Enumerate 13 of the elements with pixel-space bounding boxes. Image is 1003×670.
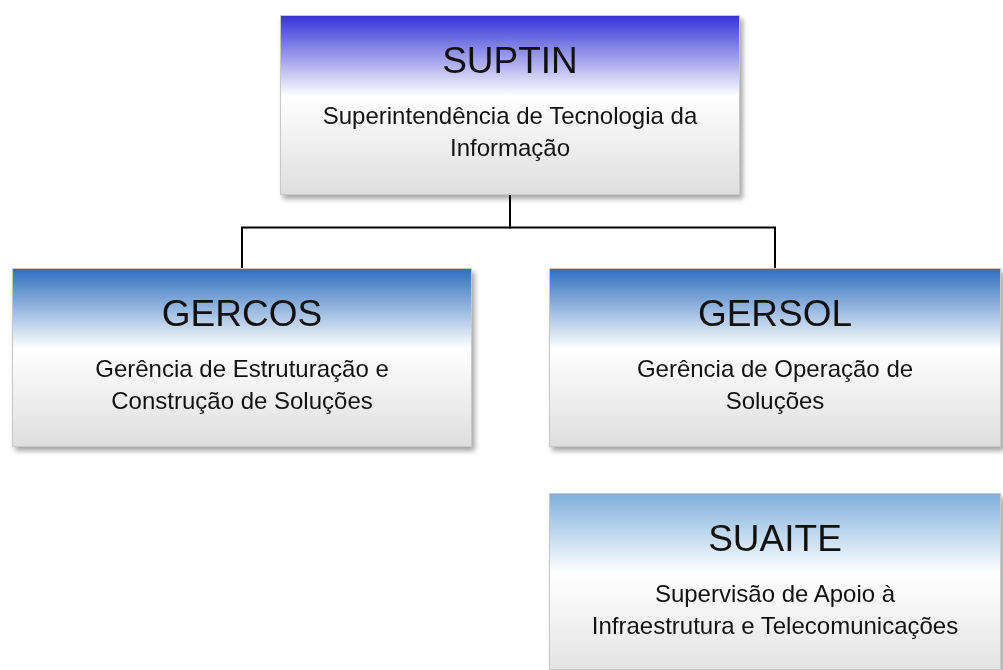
unit-name: Gerência de Estruturação e Construção de Soluções bbox=[94, 354, 390, 416]
unit-acronym: GERSOL bbox=[696, 293, 854, 335]
unit-name: Supervisão de Apoio à Infraestrutura e Telecomunicações bbox=[590, 579, 960, 641]
unit-name: Superintendência de Tecnologia da Informação bbox=[321, 101, 699, 163]
org-box bbox=[549, 268, 1001, 447]
org-box bbox=[549, 493, 1001, 670]
unit-acronym: SUAITE bbox=[707, 518, 843, 560]
connector-line bbox=[509, 194, 776, 269]
org-box bbox=[12, 268, 472, 447]
org-box bbox=[280, 15, 740, 195]
unit-acronym: SUPTIN bbox=[441, 40, 579, 82]
unit-acronym: GERCOS bbox=[160, 293, 324, 335]
unit-name: Gerência de Operação de Soluções bbox=[635, 354, 915, 416]
